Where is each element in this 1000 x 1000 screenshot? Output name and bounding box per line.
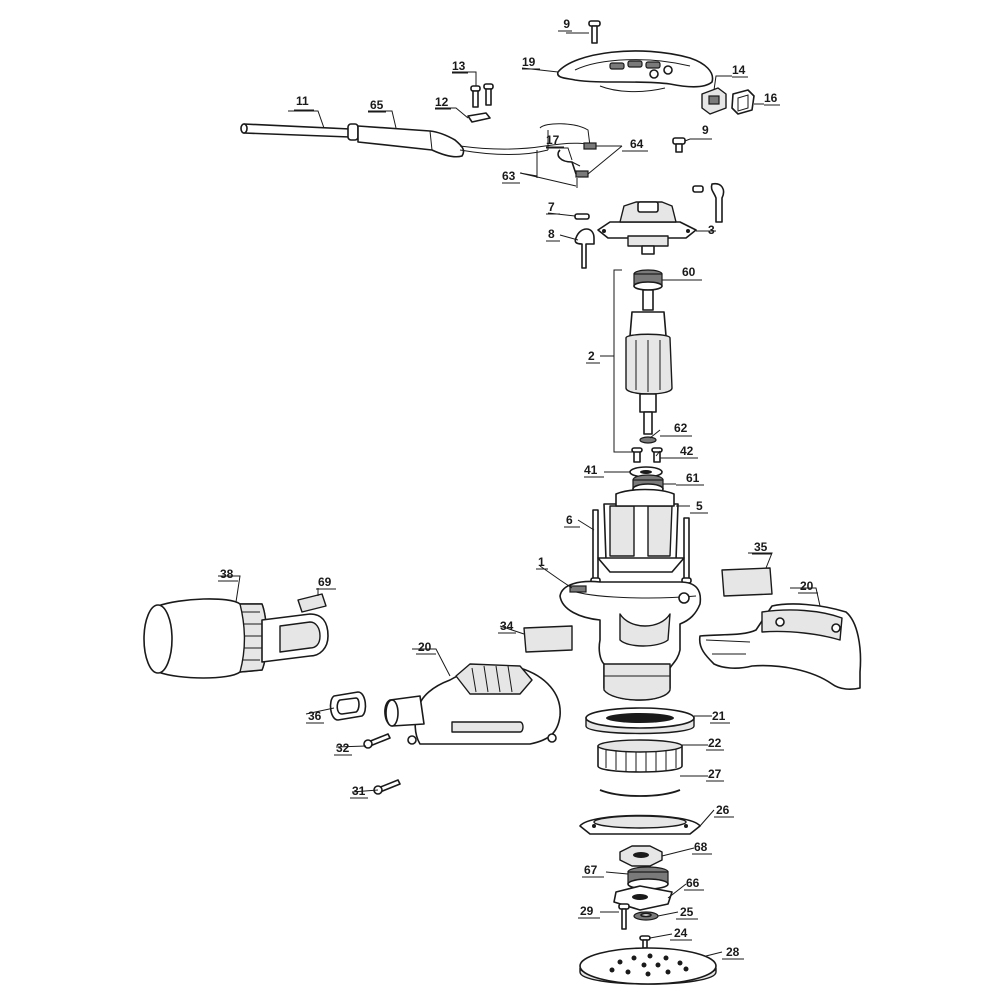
- part-65-strain-relief: [347, 123, 465, 158]
- label-8: 8: [548, 227, 555, 241]
- part-60-bearing: [633, 269, 663, 291]
- label-27: 27: [708, 767, 722, 781]
- part-38-dust-canister: [143, 598, 329, 679]
- label-6: 6: [566, 513, 573, 527]
- part-35-label: [721, 567, 773, 597]
- part-69-filter: [297, 593, 327, 613]
- label-38: 38: [220, 567, 234, 581]
- label-20-right: 20: [800, 579, 814, 593]
- label-25: 25: [680, 905, 694, 919]
- leader-lines: [218, 32, 821, 957]
- label-41: 41: [584, 463, 598, 477]
- part-32-screw: [363, 733, 391, 749]
- part-14-switch: [701, 87, 727, 115]
- label-16: 16: [764, 91, 778, 105]
- label-34: 34: [500, 619, 514, 633]
- label-66: 66: [686, 876, 700, 890]
- label-62: 62: [674, 421, 688, 435]
- part-67-bearing: [627, 866, 669, 890]
- label-19: 19: [522, 55, 536, 69]
- label-2: 2: [588, 349, 595, 363]
- part-34-label: [523, 625, 573, 653]
- label-35: 35: [754, 540, 768, 554]
- part-28-sanding-pad: [579, 947, 717, 985]
- label-32: 32: [336, 741, 350, 755]
- part-25-washer: [633, 911, 659, 921]
- part-16-switch-cap: [731, 89, 755, 115]
- label-14: 14: [732, 63, 746, 77]
- part-11-cord: [240, 123, 351, 138]
- label-17: 17: [546, 133, 560, 147]
- part-brush-spring-right: [692, 182, 725, 223]
- part-26-brake: [579, 814, 701, 835]
- label-31: 31: [352, 784, 366, 798]
- part-20-right-shroud: [698, 603, 862, 690]
- label-42: 42: [680, 444, 694, 458]
- part-31-screw: [373, 779, 401, 795]
- part-21-ring: [585, 707, 695, 735]
- part-17-lead: [557, 149, 581, 175]
- part-36-gasket: [329, 691, 367, 721]
- part-3-brush-holder: [597, 201, 697, 255]
- part-22-fan: [597, 739, 683, 773]
- part-wires: [459, 123, 597, 178]
- part-63-terminals: [536, 150, 578, 188]
- label-22: 22: [708, 736, 722, 750]
- label-13: 13: [452, 59, 466, 73]
- part-19-top-cover: [556, 50, 714, 93]
- part-2-armature: [625, 289, 673, 435]
- label-20-left: 20: [418, 640, 432, 654]
- label-60: 60: [682, 265, 696, 279]
- part-9-screw-top: [588, 20, 601, 44]
- part-68-nut: [619, 845, 663, 867]
- label-28: 28: [726, 945, 740, 959]
- part-2-bracket: [613, 269, 636, 453]
- label-63: 63: [502, 169, 516, 183]
- label-5: 5: [696, 499, 703, 513]
- label-9-mid: 9: [702, 123, 709, 137]
- part-20-left-shroud: [384, 663, 561, 745]
- label-67: 67: [584, 863, 598, 877]
- label-65: 65: [370, 98, 384, 112]
- label-36: 36: [308, 709, 322, 723]
- label-12: 12: [435, 95, 449, 109]
- label-69: 69: [318, 575, 332, 589]
- label-61: 61: [686, 471, 700, 485]
- part-42-screws: [631, 447, 663, 463]
- label-7: 7: [548, 200, 555, 214]
- label-3: 3: [708, 223, 715, 237]
- label-9-top: 9: [563, 17, 570, 31]
- label-68: 68: [694, 840, 708, 854]
- callout-labels: 9 19 13 14 16 12 11 65 9 17 64 63 7 8 3 …: [218, 17, 818, 960]
- part-12-cord-clip: [467, 112, 491, 123]
- label-24: 24: [674, 926, 688, 940]
- part-7-screw: [574, 213, 590, 220]
- label-29: 29: [580, 904, 594, 918]
- label-21: 21: [712, 709, 726, 723]
- part-9-screw-mid: [672, 137, 686, 153]
- part-29-screw: [618, 903, 630, 930]
- part-13-screws: [470, 83, 494, 108]
- part-8-brush-spring: [574, 228, 595, 269]
- part-27-seal: [599, 789, 681, 797]
- label-26: 26: [716, 803, 730, 817]
- part-1-motor-housing: [559, 580, 702, 701]
- label-11: 11: [296, 94, 309, 108]
- label-1: 1: [538, 555, 545, 569]
- part-24-screw: [639, 935, 651, 949]
- label-64: 64: [630, 137, 644, 151]
- part-62-washer: [639, 436, 657, 444]
- part-5-field: [597, 488, 685, 573]
